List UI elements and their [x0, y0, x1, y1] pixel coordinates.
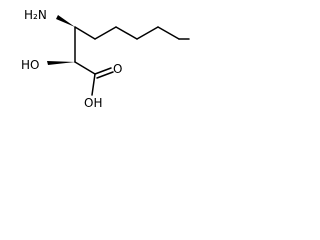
acid-hydroxyl-label: OH: [84, 96, 102, 110]
hydroxyl-label: HO: [21, 58, 39, 72]
carbon-chain-bonds: [74, 26, 190, 96]
bond-c6-c7: [136, 26, 159, 40]
wedge-bond-c2-hydroxyl: [47, 61, 75, 65]
wedge-bond-c3-amine: [56, 15, 75, 27]
bond-c1-o-double-1: [94, 67, 112, 75]
amine-label: H₂N: [24, 8, 47, 22]
bond-c7-c8: [157, 26, 180, 40]
bond-c5-c6: [115, 26, 138, 40]
bond-c1-o-double-2: [96, 71, 114, 79]
bond-c3-c4: [74, 26, 96, 40]
bond-c4-c5: [94, 26, 117, 40]
bond-c2-c1: [74, 61, 96, 75]
bond-c1-oh: [91, 73, 96, 96]
carbonyl-oxygen-label: O: [113, 62, 122, 76]
molecule-structure-diagram: H₂N HO O OH: [21, 8, 190, 110]
